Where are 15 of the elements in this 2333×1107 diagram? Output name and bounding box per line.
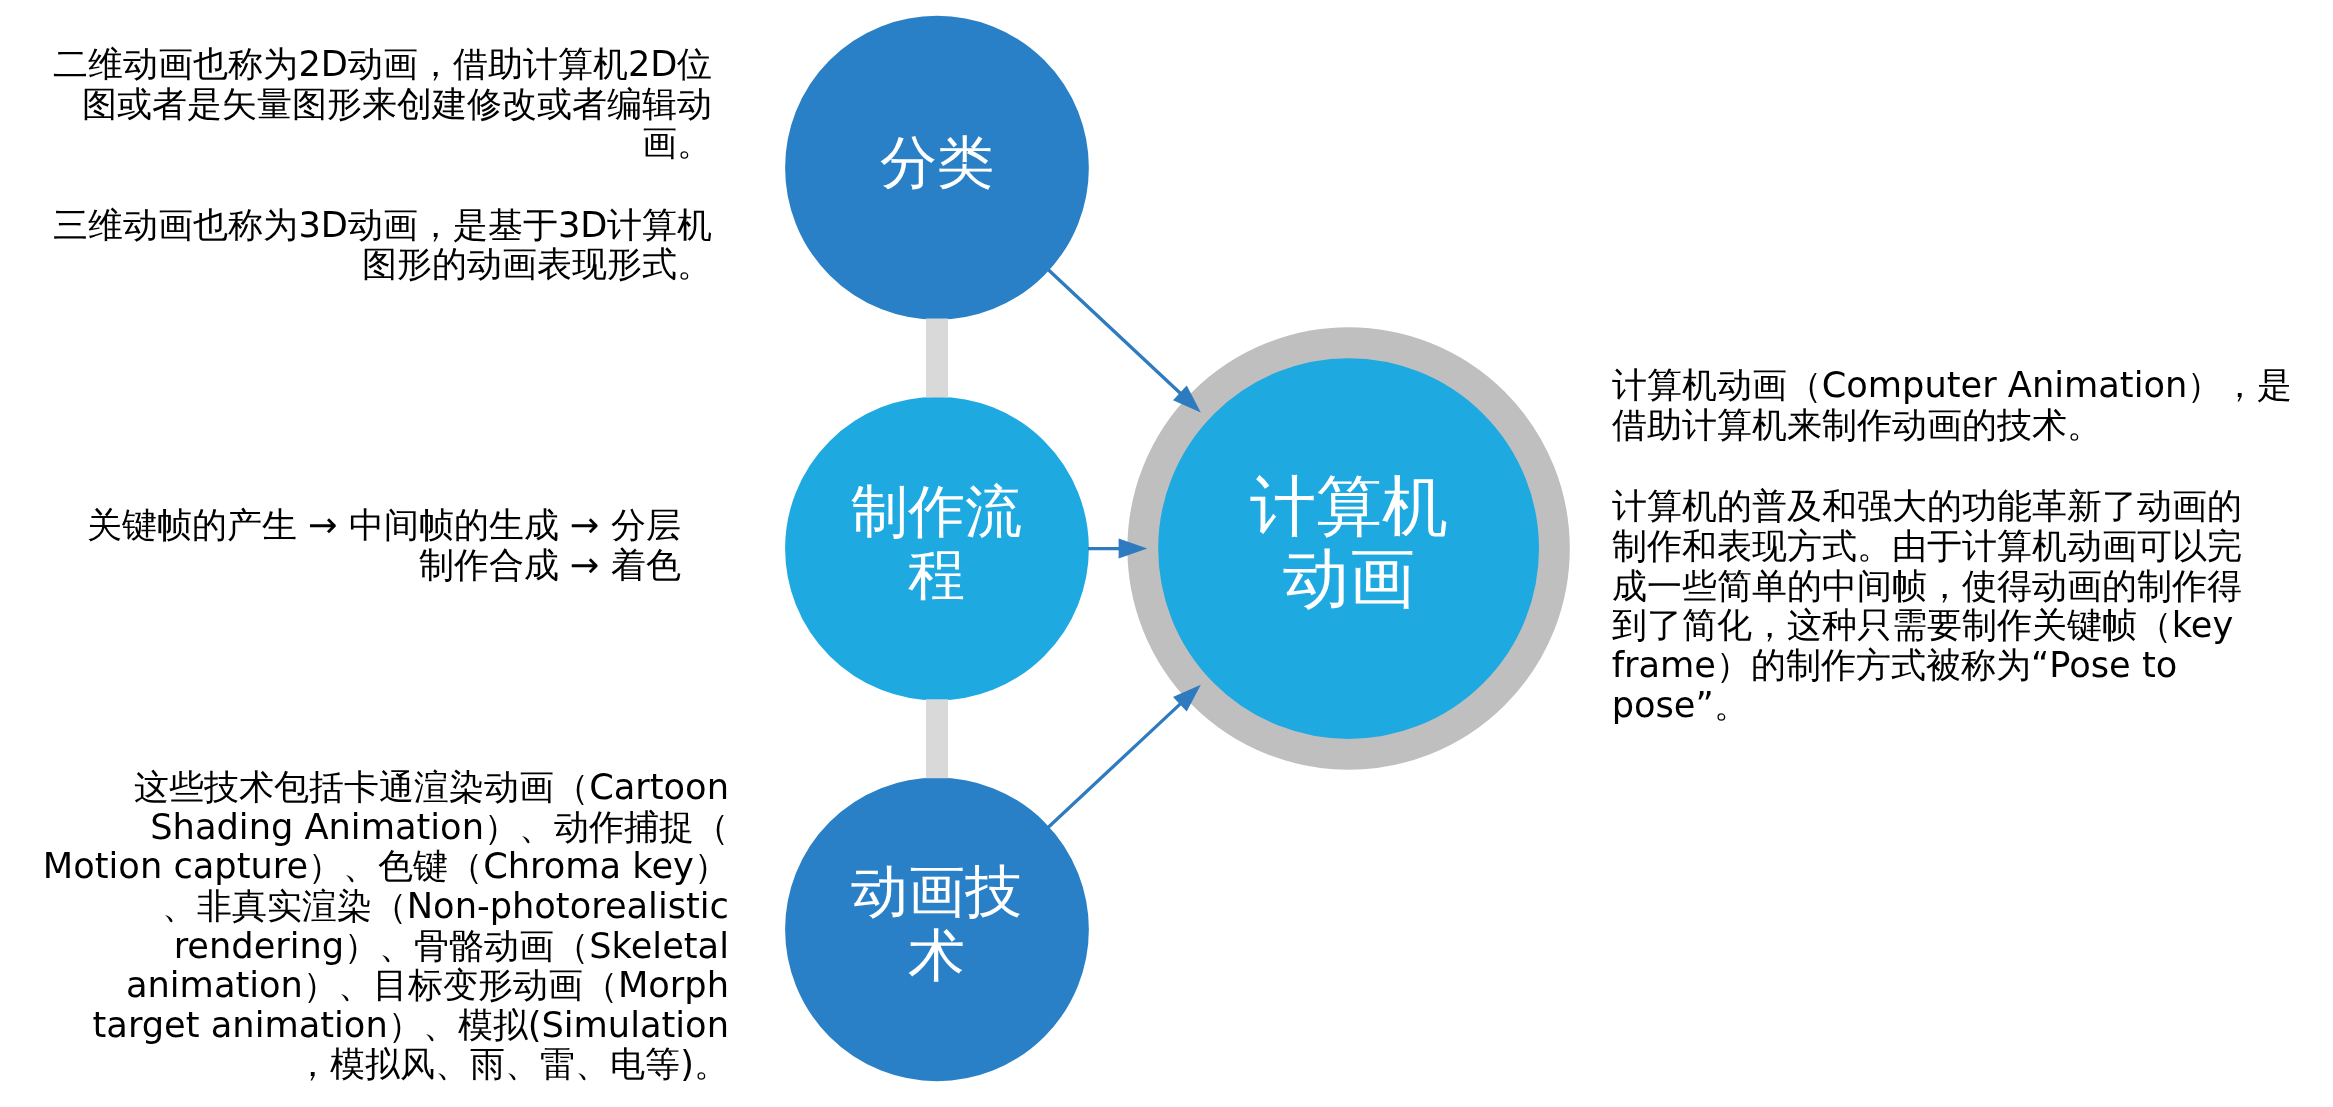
arrow	[1046, 268, 1201, 413]
node-circle: 动画技术	[784, 777, 1089, 1082]
node-circle: 分类	[784, 15, 1089, 320]
connector	[925, 699, 948, 779]
arrow	[1046, 684, 1201, 829]
node-circle: 制作流程	[784, 396, 1089, 701]
node-label: 计算机动画（Computer Animation），是借助计算机来制作动画的技术。	[1611, 364, 2292, 445]
arrow	[1087, 538, 1147, 559]
node-label: 计算机的普及和强大的功能革新了动画的制作和表现方式。由于计算机动画可以完成一些简单的中间帧，使得动画的制作得到了简化，这种只需要制作关键帧（key frame）的制作方式被称为“Pose to pose”。	[1611, 485, 2242, 725]
node-label: 关键帧的产生 → 中间帧的生成 → 分层制作合成 → 着色	[86, 504, 681, 585]
connector	[925, 318, 948, 398]
node-label: 二维动画也称为2D动画，借助计算机2D位图或者是矢量图形来创建修改或者编辑动画。	[52, 42, 712, 164]
node-circle: 计算机动画	[1126, 327, 1570, 770]
node-label: 三维动画也称为3D动画，是基于3D计算机图形的动画表现形式。	[52, 203, 712, 285]
node-label: 这些技术包括卡通渲染动画（Cartoon Shading Animation）、动作捕捉（Motion capture）、色键（Chroma key）、非真实渲染（Non-photorealistic rendering）、骨骼动画（Skeletal animation）、目标变形动画（Morph target animation）、模拟(Simulation，模拟风、雨、雷、电等)。	[42, 766, 729, 1085]
